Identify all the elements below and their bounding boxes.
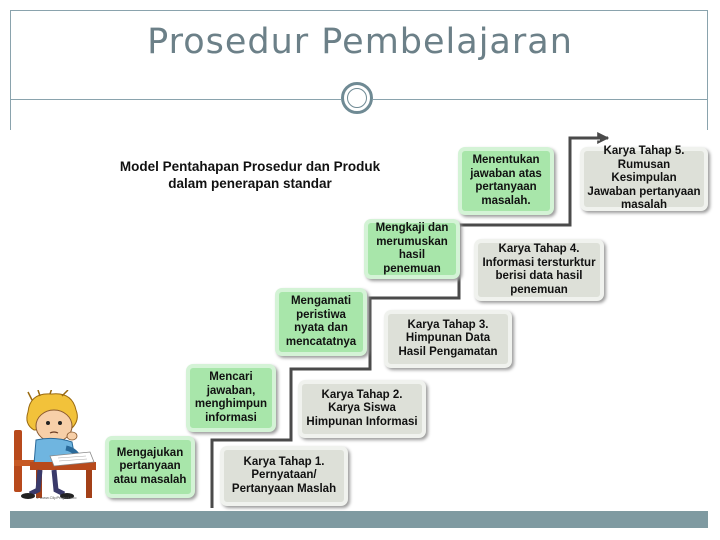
step-label-4: Mengkaji dan merumuskan hasil penemuan: [371, 222, 453, 276]
product-box-5: Karya Tahap 5. Rumusan Kesimpulan Jawaba…: [580, 147, 708, 211]
illustration-credit: © www.ClipProject.info: [36, 495, 77, 500]
step-box-3: Mengamati peristiwa nyata dan mencatatny…: [275, 288, 367, 356]
product-label-3: Karya Tahap 3. Himpunan Data Hasil Penga…: [391, 319, 505, 360]
product-box-1: Karya Tahap 1. Pernyataan/ Pertanyaan Ma…: [220, 446, 348, 506]
step-box-2: Mencari jawaban, menghimpun informasi: [186, 364, 276, 432]
student-writing-cartoon-icon: [10, 390, 100, 502]
product-label-2: Karya Tahap 2. Karya Siswa Himpunan Info…: [305, 389, 419, 430]
step-label-2: Mencari jawaban, menghimpun informasi: [193, 371, 269, 425]
product-box-3: Karya Tahap 3. Himpunan Data Hasil Penga…: [384, 310, 512, 368]
step-box-5: Menentukan jawaban atas pertanyaan masal…: [458, 147, 554, 215]
step-label-5: Menentukan jawaban atas pertanyaan masal…: [465, 154, 547, 208]
step-label-3: Mengamati peristiwa nyata dan mencatatny…: [282, 295, 360, 349]
footer-bar: [10, 511, 708, 528]
product-label-5: Karya Tahap 5. Rumusan Kesimpulan Jawaba…: [587, 145, 701, 213]
product-box-4: Karya Tahap 4. Informasi tersturktur ber…: [474, 239, 604, 301]
product-label-4: Karya Tahap 4. Informasi tersturktur ber…: [481, 243, 597, 297]
step-label-1: Mengajukan pertanyaan atau masalah: [112, 447, 188, 488]
product-box-2: Karya Tahap 2. Karya Siswa Himpunan Info…: [298, 380, 426, 438]
product-label-1: Karya Tahap 1. Pernyataan/ Pertanyaan Ma…: [227, 456, 341, 497]
step-box-1: Mengajukan pertanyaan atau masalah: [105, 436, 195, 498]
step-box-4: Mengkaji dan merumuskan hasil penemuan: [364, 219, 460, 279]
